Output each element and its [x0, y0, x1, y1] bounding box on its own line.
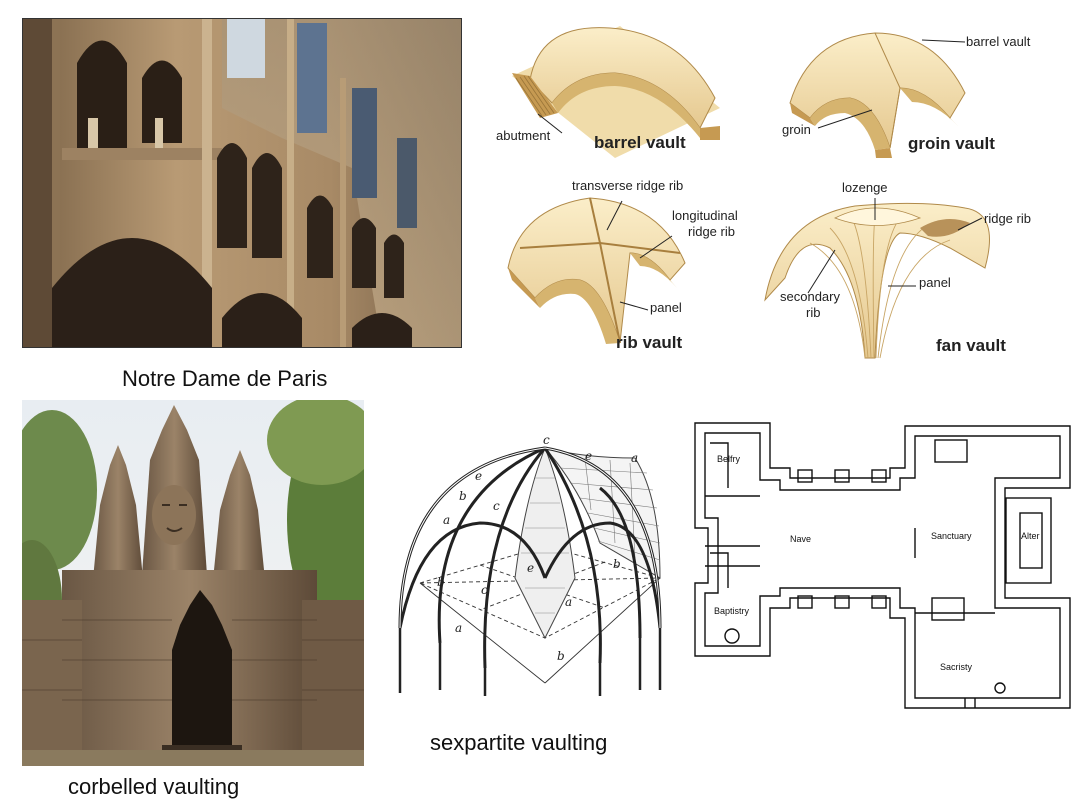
rib-panel-label: panel: [650, 300, 682, 315]
sexpartite-caption: sexpartite vaulting: [430, 730, 608, 755]
transverse-ridge-rib-label: transverse ridge rib: [572, 178, 684, 193]
notre-dame-photo: [22, 18, 462, 348]
nave-label: Nave: [790, 534, 812, 544]
letter-b-floor-right: b: [613, 557, 621, 571]
church-floor-plan: Belfry Nave Sanctuary Alter Baptistry Sa…: [690, 418, 1075, 718]
fan-ridge-rib-label: ridge rib: [984, 211, 1031, 226]
fan-panel-label: panel: [919, 275, 951, 290]
belfry-label: Belfry: [717, 454, 741, 464]
vault-types-diagram: barrel vault abutment groin vault barrel…: [480, 18, 1060, 363]
fan-vault-shape: [764, 202, 990, 359]
letter-c-top: c: [543, 433, 550, 447]
letter-b-left: b: [459, 489, 467, 503]
secondary-label: secondary: [780, 289, 840, 304]
corbelled-caption: corbelled vaulting: [68, 774, 240, 799]
groin-vault-title: groin vault: [908, 134, 995, 153]
groin-barrel-vault-label: barrel vault: [966, 34, 1031, 49]
letter-e-left: e: [475, 469, 482, 483]
angkor-gate-photo: [22, 400, 364, 766]
rib-vault-title: rib vault: [616, 333, 683, 352]
letter-b-floor: b: [437, 575, 445, 589]
letter-a-top: a: [631, 451, 638, 465]
barrel-vault-shape: [512, 26, 720, 158]
notre-dame-caption: Notre Dame de Paris: [122, 366, 328, 391]
secondary-rib-label: rib: [806, 305, 821, 320]
letter-c-left: c: [493, 499, 500, 513]
longitudinal-ridge-rib-label: ridge rib: [688, 224, 735, 239]
altar-label: Alter: [1021, 531, 1040, 541]
letter-e-top: e: [585, 449, 592, 463]
sexpartite-diagram: c e a e b a c b c e a b a b: [385, 428, 685, 700]
letter-c-floor: c: [481, 583, 488, 597]
lozenge-label: lozenge: [842, 180, 888, 195]
groin-label: groin: [782, 122, 811, 137]
rib-vault-shape: [507, 197, 686, 344]
barrel-vault-title: barrel vault: [594, 133, 686, 152]
letter-a-left: a: [443, 513, 450, 527]
fan-vault-title: fan vault: [936, 336, 1006, 355]
letter-a-floor: a: [565, 595, 572, 609]
sacristy-label: Sacristy: [940, 662, 973, 672]
letter-b-bottom: b: [557, 649, 565, 663]
longitudinal-label: longitudinal: [672, 208, 738, 223]
letter-e-floor: e: [527, 561, 534, 575]
baptistry-label: Baptistry: [714, 606, 750, 616]
abutment-label: abutment: [496, 128, 551, 143]
letter-a-bottom: a: [455, 621, 462, 635]
sanctuary-label: Sanctuary: [931, 531, 972, 541]
